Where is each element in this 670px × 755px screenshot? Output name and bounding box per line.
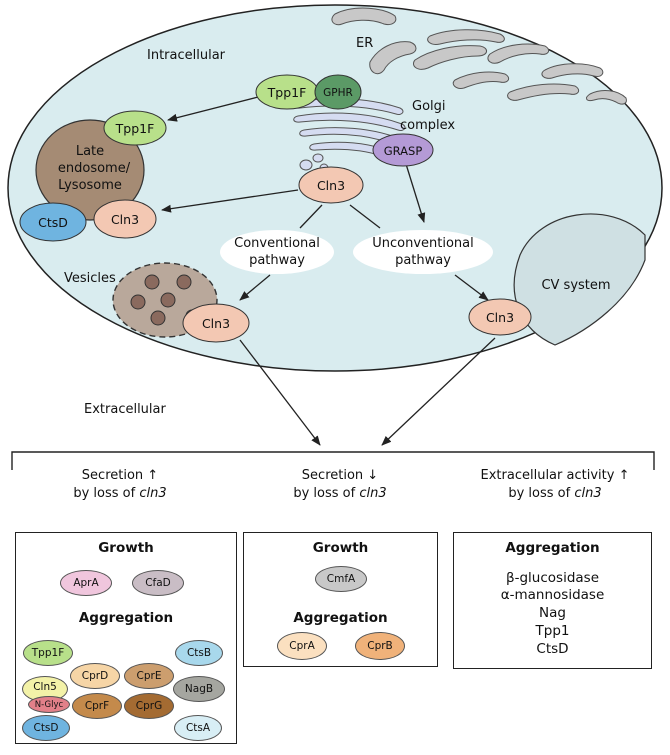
tpp1f-lys-oval: [103, 110, 167, 146]
box3-item-tpp1: Tpp1: [535, 623, 570, 639]
grasp-label: GRASP: [384, 144, 423, 158]
cprf-oval: CprF: [72, 693, 122, 719]
header-col1-line1: Secretion: [81, 468, 144, 483]
label-conventional: Conventional: [234, 236, 320, 251]
label-late: Late: [76, 144, 104, 159]
arrow-unconventional: [454, 274, 489, 301]
label-golgi: Golgi: [412, 99, 446, 114]
box2-aggregation-title: Aggregation: [293, 610, 388, 626]
tpp1f-agg-oval: Tpp1F: [23, 640, 73, 666]
gphr-oval: [314, 74, 362, 110]
conventional-bubble: [220, 230, 334, 274]
header-col2-line2: by loss of: [293, 486, 356, 501]
arrow-cln3-to-lysosome: [161, 189, 299, 213]
box3-item-alpha-mannosidase: α-mannosidase: [500, 587, 605, 603]
label-unconventional: Unconventional: [372, 236, 474, 251]
cell-diagram: Intracellular Extracellular ER Golgi com…: [7, 4, 663, 470]
gphr-label: GPHR: [323, 87, 353, 99]
arrow-tpp1f-to-lysosome: [167, 96, 259, 122]
arrow-grasp-down: [405, 163, 426, 223]
cprb-oval: CprB: [355, 632, 405, 660]
label-unconventional-pathway: pathway: [395, 253, 451, 268]
label-vesicles: Vesicles: [64, 271, 116, 286]
cpra-oval: CprA: [277, 632, 327, 660]
ctsa-oval: CtsA: [174, 715, 222, 741]
ctsd-agg-oval: CtsD: [22, 715, 70, 741]
cln3-lys-label: Cln3: [111, 212, 139, 227]
label-intracellular: Intracellular: [147, 48, 226, 63]
cln3-lys-oval: [93, 199, 157, 239]
cprd-oval: CprD: [70, 663, 120, 689]
cln3-cv-label: Cln3: [486, 310, 514, 325]
header-secretion-up: Secretion ↑ by loss of cln3: [40, 467, 200, 503]
box3-item-nag: Nag: [539, 605, 566, 621]
er-membrane: [331, 7, 627, 105]
box1-aggregation-title: Aggregation: [78, 610, 174, 626]
header-col1-line2: by loss of: [73, 486, 136, 501]
line-cln3-conv: [299, 204, 323, 229]
down-arrow-icon: ↓: [367, 468, 379, 483]
box3-item-ctsd: CtsD: [536, 641, 569, 657]
ctsd-lys-oval: [19, 202, 87, 242]
label-conventional-pathway: pathway: [249, 253, 305, 268]
apra-oval: AprA: [60, 570, 112, 596]
label-er: ER: [356, 36, 373, 51]
cln3-ves-oval: [182, 303, 250, 343]
line-cln3-unconv: [349, 204, 381, 229]
up-arrow-icon: ↑: [618, 468, 630, 483]
box3-item-beta-glucosidase: β-glucosidase: [505, 570, 599, 586]
box1-growth-title: Growth: [98, 540, 154, 556]
lysosome: [35, 119, 145, 221]
label-extracellular: Extracellular: [84, 402, 167, 417]
header-secretion-down: Secretion ↓ by loss of cln3: [260, 467, 420, 503]
box-extracellular-activity: Aggregation β-glucosidase α-mannosidase …: [453, 532, 652, 669]
ctsd-lys-label: CtsD: [38, 215, 68, 230]
nagb-oval: NagB: [173, 676, 225, 702]
label-cv-system: CV system: [541, 278, 610, 293]
bottom-bracket: [11, 451, 655, 470]
arrow-conventional: [239, 274, 271, 301]
box2-growth-title: Growth: [312, 540, 369, 556]
cmfa-oval: CmfA: [315, 566, 367, 592]
header-col2-line1: Secretion: [301, 468, 364, 483]
header-col3-gene: cln3: [574, 486, 602, 501]
header-col1-gene: cln3: [139, 486, 167, 501]
label-lysosome: Lysosome: [58, 178, 122, 193]
box3-aggregation-title: Aggregation: [505, 540, 600, 556]
label-endosome: endosome/: [58, 161, 131, 176]
ctsb-oval: CtsB: [175, 640, 223, 666]
cln3-ves-label: Cln3: [202, 316, 230, 331]
box-secretion-increased: Growth AprA CfaD Aggregation Tpp1F CtsB …: [15, 532, 237, 744]
cln3-cv-oval: [468, 298, 532, 336]
cfad-oval: CfaD: [132, 570, 184, 596]
header-col3-line2: by loss of: [508, 486, 571, 501]
nglyc-oval: N-Glyc: [28, 696, 70, 713]
header-col2-gene: cln3: [359, 486, 387, 501]
box-secretion-decreased: Growth CmfA Aggregation CprA CprB: [243, 532, 438, 667]
grasp-oval: [372, 133, 434, 167]
cln3-center-label: Cln3: [317, 178, 345, 193]
up-arrow-icon: ↑: [147, 468, 159, 483]
label-golgi-complex: complex: [400, 118, 455, 133]
cln3-center-oval: [298, 166, 364, 204]
cpre-oval: CprE: [124, 663, 174, 689]
arrow-vesicle-out: [239, 339, 321, 446]
unconventional-bubble: [353, 230, 493, 274]
header-extracellular-activity: Extracellular activity ↑ by loss of cln3: [460, 467, 650, 503]
tpp1f-top-label: Tpp1F: [267, 85, 307, 100]
tpp1f-lys-label: Tpp1F: [115, 121, 155, 136]
header-col3-line1: Extracellular activity: [480, 468, 615, 483]
cprg-oval: CprG: [124, 693, 174, 719]
arrow-cv-out: [381, 337, 496, 446]
